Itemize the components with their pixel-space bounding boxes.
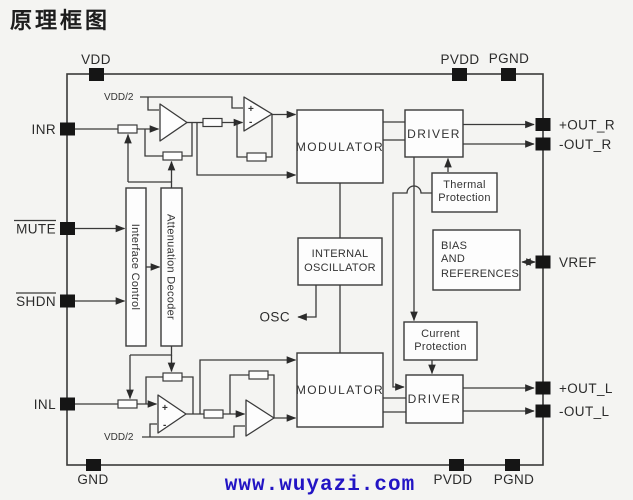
resistor-inr-stage2-input [202,117,223,128]
left-pins: INR MUTE SHDN INL [14,122,75,412]
pvdd-bottom-pin-square [449,459,464,471]
current-protection-block [403,321,478,361]
wire-attenuation-tap-top [128,181,173,188]
outl-pos-pin-label: +OUT_L [559,381,613,396]
page-title: 原理框图 [10,9,110,34]
opamp-left-stage2 [245,399,275,437]
vref-pin-label: VREF [559,255,597,270]
opamp-right-input [159,103,188,142]
resistor-inl-stage2-input [203,409,224,419]
modulator-bottom-label: MODULATOR [296,383,384,397]
vref-pin-square [535,255,551,269]
vdd2-top-label: VDD/2 [104,92,134,103]
bias-line2: AND [441,253,465,265]
wire-opamp1-feedback [144,122,193,157]
watermark: www.wuyazi.com [225,474,415,497]
resistor-inr-input [117,124,138,134]
inl-pin-square [60,397,75,411]
opamp-right-stage2-minus: - [249,117,252,128]
outl-pos-pin-square [535,381,551,395]
shdn-pin-label: SHDN [16,294,56,309]
opamp-right-stage2-plus: + [248,104,254,115]
inl-pin-label: INL [34,397,56,412]
thermal-protection-line1: Thermal [443,179,485,191]
driver-bottom-label: DRIVER [408,392,462,406]
outr-neg-pin-square [535,137,551,151]
bottom-pins: GND PVDD PGND [77,459,534,487]
modulator-bottom-block [296,352,384,428]
attenuation-decoder-label: Attenuation Decoder [165,214,177,320]
wire-opamp1b-feedback [145,376,194,414]
pgnd-top-pin-label: PGND [489,51,530,66]
thermal-protection-block [431,172,498,213]
resistor-inl-input [117,399,138,409]
oscillator-line1: INTERNAL [312,248,369,260]
opamp-left-input [157,394,187,434]
resistor-inr-stage2-feedback [246,152,267,162]
interface-control-label: Interface Control [129,224,141,310]
oscillator-line2: OSCILLATOR [304,262,376,274]
wires-left-channel: VDD/2 [75,224,535,443]
wire-oscillator-to-osc [297,285,317,321]
shdn-pin-square [60,294,75,308]
wire-attenuation-tap-bottom [130,346,173,356]
pgnd-top-pin-square [501,68,516,81]
osc-label: OSC [260,310,290,325]
chip-outline [66,73,544,466]
resistor-inl-stage2-feedback [248,370,269,380]
wire-opamp2-feedback [236,114,273,158]
vdd-pin-square [89,68,104,81]
internal-oscillator-block [297,237,383,286]
current-protection-line2: Protection [414,341,467,353]
driver-top-block [404,109,464,158]
bias-line1: BIAS [441,240,467,252]
driver-top-label: DRIVER [407,127,461,141]
vdd2-bottom-label: VDD/2 [104,432,134,443]
modulator-top-label: MODULATOR [296,140,384,154]
pvdd-top-pin-label: PVDD [440,52,479,67]
wire-thermal-to-driver-bottom [392,185,432,391]
wire-vdd2-to-opamp2 [140,96,243,109]
outr-neg-pin-label: -OUT_R [559,137,612,152]
thermal-protection-line2: Protection [438,192,491,204]
pgnd-bottom-pin-label: PGND [494,472,535,487]
opamp-right-stage2 [243,96,273,132]
pgnd-bottom-pin-square [505,459,520,471]
outl-neg-pin-square [535,404,551,418]
resistor-inr-feedback [162,151,183,161]
wires-right-channel: VDD/2 [75,92,535,188]
inr-pin-label: INR [32,122,56,137]
outr-pos-pin-square [535,118,551,131]
outr-pos-pin-label: +OUT_R [559,118,615,133]
vdd-pin-label: VDD [81,52,111,67]
mute-pin-square [60,222,75,235]
wires-center: OSC [260,157,536,391]
function-blocks: MODULATOR DRIVER Thermal Protection BIAS… [125,109,521,428]
mute-pin-label: MUTE [16,222,56,237]
gnd-pin-square [86,459,101,471]
wire-opamp1b-to-modulator [199,356,297,414]
pvdd-bottom-pin-label: PVDD [433,472,472,487]
resistor-inl-feedback [162,372,183,382]
gnd-pin-label: GND [77,472,108,487]
inr-pin-square [60,122,75,136]
wire-vdd2b-to-opamp2 [142,425,245,438]
bias-references-block [432,229,521,291]
opamp-left-input-minus: - [163,420,166,431]
wire-vdd2b-to-opamp1 [149,423,157,437]
right-pins: +OUT_R -OUT_R VREF +OUT_L -OUT_L [535,118,615,419]
outl-neg-pin-label: -OUT_L [559,404,610,419]
wire-vdd2-to-opamp1 [147,97,159,111]
bias-line3: REFERENCES [441,268,519,280]
wire-opamp1-to-modulator [196,122,297,179]
resistors [117,117,269,419]
wire-opamp2b-feedback [229,374,275,418]
driver-bottom-block [405,374,464,424]
pvdd-top-pin-square [452,68,467,81]
opamp-left-input-plus: + [162,403,168,414]
op-amps: + - + - [157,96,275,437]
top-pins: VDD PVDD PGND [81,51,529,81]
current-protection-line1: Current [421,328,460,340]
